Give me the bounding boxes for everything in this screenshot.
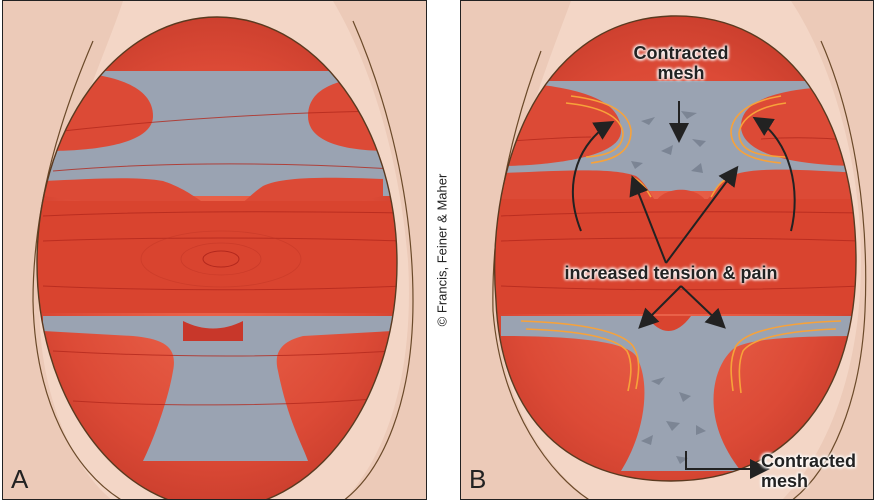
muscle-band-center — [461, 199, 874, 314]
label-increased-tension: increased tension & pain — [541, 263, 801, 283]
panel-b: Contracted mesh increased tension & pain… — [460, 0, 874, 500]
panel-a-illustration — [3, 1, 427, 500]
panel-a: A — [2, 0, 427, 500]
label-contracted-mesh-top: Contracted mesh — [591, 43, 771, 83]
muscle-band-center — [3, 201, 427, 313]
label-contracted-mesh-bottom: Contracted mesh — [761, 451, 873, 491]
copyright-text: © Francis, Feiner & Maher — [435, 174, 450, 327]
panel-letter-a: A — [11, 464, 28, 495]
panel-letter-b: B — [469, 464, 486, 495]
